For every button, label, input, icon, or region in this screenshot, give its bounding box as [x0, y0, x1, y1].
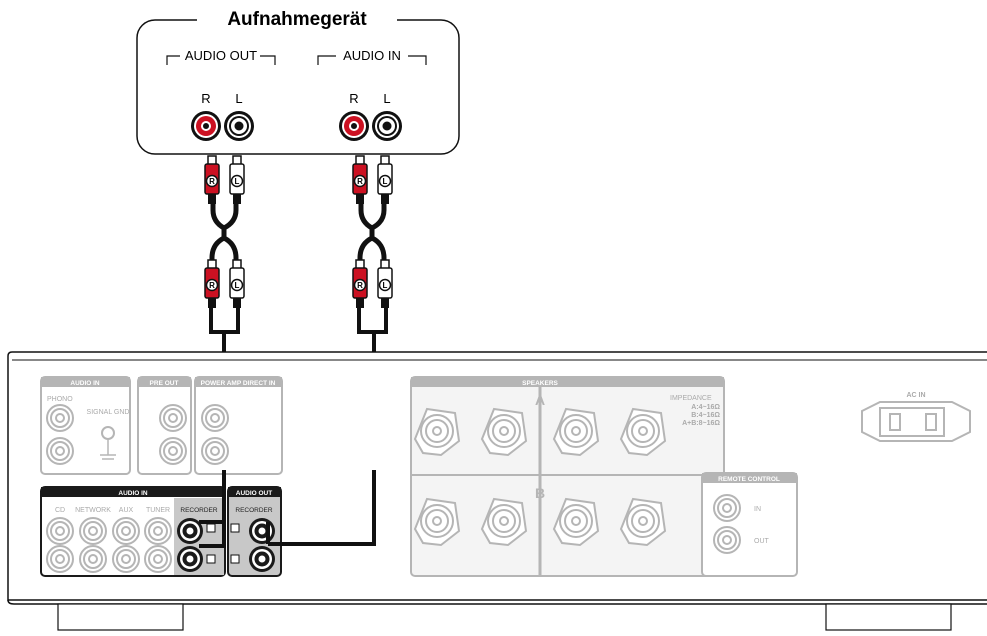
recorder-in-r-jack — [177, 546, 203, 572]
audio-out-panel-label: AUDIO OUT — [236, 490, 273, 497]
in-r-label: R — [349, 91, 358, 106]
speaker-b-label: B — [535, 485, 545, 501]
network-label: NETWORK — [75, 507, 111, 514]
plug-l-mark: L — [235, 177, 240, 186]
audio-in-bottom-label: AUDIO IN — [118, 490, 148, 497]
speaker-a-label: A — [535, 392, 545, 408]
plug-l-mark: L — [383, 281, 388, 290]
plug-top-left-r: R — [204, 155, 220, 205]
cable-ends — [199, 470, 376, 548]
ac-in-label: AC IN — [906, 392, 925, 399]
pre-out-label: PRE OUT — [150, 380, 179, 387]
audio-in-label: AUDIO IN — [343, 48, 401, 63]
speakers-label: SPEAKERS — [522, 380, 558, 387]
plug-bottom-left-r: R — [204, 259, 220, 309]
impedance-ab: A+B:8~16Ω — [682, 420, 720, 427]
in-l-label: L — [383, 91, 390, 106]
audio-out-label: AUDIO OUT — [185, 48, 257, 63]
plug-top-right-r: R — [352, 155, 368, 205]
aux-label: AUX — [119, 507, 134, 514]
impedance-label: IMPEDANCE — [670, 395, 712, 402]
signal-gnd-label: SIGNAL GND — [87, 409, 130, 416]
audio-in-bracket — [317, 55, 427, 65]
device-title: Aufnahmegerät — [227, 9, 367, 30]
audio-in-top-label: AUDIO IN — [70, 380, 100, 387]
plug-top-left-l: L — [229, 155, 245, 205]
recording-device: Aufnahmegerät AUDIO OUT AUDIO IN R L R L — [136, 6, 460, 155]
recorder-in-label: RECORDER — [180, 507, 218, 514]
device-outline — [136, 19, 460, 155]
recorder-out-l-jack — [249, 518, 275, 544]
rc-out-label: OUT — [754, 538, 770, 545]
audio-in-r-jack — [339, 111, 369, 141]
audio-out-l-jack — [224, 111, 254, 141]
plug-bottom-right-l: L — [377, 259, 393, 309]
remote-control-label: REMOTE CONTROL — [718, 476, 780, 483]
foot-right — [825, 603, 952, 631]
plug-r-mark: R — [357, 281, 363, 290]
plug-l-mark: L — [235, 281, 240, 290]
power-amp-direct-in-label: POWER AMP DIRECT IN — [201, 380, 276, 387]
audio-out-bracket — [166, 55, 276, 65]
plug-bottom-left-l: L — [229, 259, 245, 309]
cd-label: CD — [55, 507, 65, 514]
plug-bottom-right-r: R — [352, 259, 368, 309]
plug-r-mark: R — [209, 177, 215, 186]
impedance-b: B:4~16Ω — [691, 412, 720, 419]
plug-r-mark: R — [357, 177, 363, 186]
out-l-label: L — [235, 91, 242, 106]
rc-in-label: IN — [754, 506, 761, 513]
plug-l-mark: L — [383, 177, 388, 186]
foot-left — [57, 603, 184, 631]
out-r-label: R — [201, 91, 210, 106]
plug-top-right-l: L — [377, 155, 393, 205]
audio-in-l-jack — [372, 111, 402, 141]
plug-r-mark: R — [209, 281, 215, 290]
recorder-out-r-jack — [249, 546, 275, 572]
audio-out-r-jack — [191, 111, 221, 141]
tuner-label: TUNER — [146, 507, 170, 514]
amplifier-rear-panel: AUDIO IN PHONO SIGNAL GND PRE OUT POWER … — [7, 351, 987, 631]
phono-label: PHONO — [47, 396, 73, 403]
impedance-a: A:4~16Ω — [691, 404, 720, 411]
recorder-out-label: RECORDER — [235, 507, 273, 514]
